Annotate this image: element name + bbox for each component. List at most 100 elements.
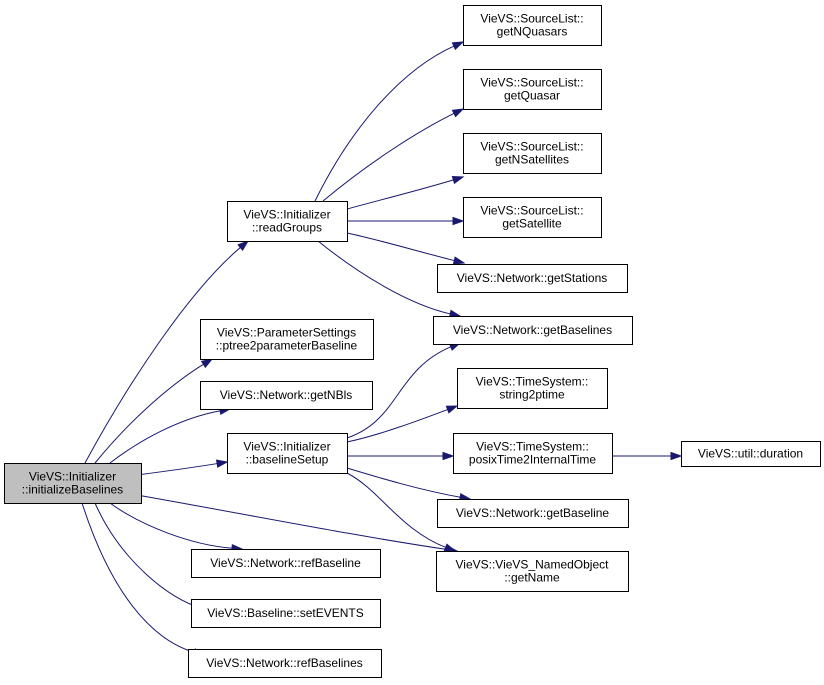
node-label-line: getNSatellites	[495, 153, 569, 167]
node-label-line: getSatellite	[502, 217, 562, 231]
arrowhead	[237, 240, 250, 251]
edge-line	[314, 45, 455, 202]
arrowhead	[451, 108, 465, 118]
edge-posixTime2-to-duration	[612, 451, 683, 461]
node-box	[227, 433, 348, 474]
node-getSatellite[interactable]: VieVS::SourceList::getSatellite	[463, 197, 602, 238]
node-ptree2param[interactable]: VieVS::ParameterSettings::ptree2paramete…	[200, 319, 374, 360]
edge-line	[317, 240, 452, 315]
node-getName[interactable]: VieVS::VieVS_NamedObject::getName	[436, 551, 629, 592]
node-label-line: getQuasar	[504, 89, 560, 103]
node-label-line: string2ptime	[499, 388, 565, 402]
node-label-line: ::baselineSetup	[246, 453, 329, 467]
edge-line	[81, 502, 196, 654]
node-box	[457, 368, 608, 409]
node-box	[463, 197, 602, 238]
node-getStations[interactable]: VieVS::Network::getStations	[437, 264, 628, 293]
node-box	[227, 201, 348, 242]
node-label-line: ::readGroups	[252, 221, 322, 235]
node-label-line: VieVS::Initializer	[243, 208, 330, 222]
node-label-line: VieVS::Network::refBaseline	[210, 556, 361, 570]
node-label-line: getNQuasars	[497, 25, 568, 39]
node-label-line: posixTime2InternalTime	[469, 453, 596, 467]
arrowhead	[451, 176, 465, 185]
edge-line	[346, 179, 455, 210]
node-label-line: VieVS::Initializer	[29, 470, 116, 484]
node-getBaselines[interactable]: VieVS::Network::getBaselines	[433, 316, 633, 345]
edge-readGroups-to-getSatellite	[347, 216, 465, 226]
node-getBaseline[interactable]: VieVS::Network::getBaseline	[437, 499, 629, 528]
node-duration[interactable]: VieVS::util::duration	[681, 441, 821, 467]
edge-line	[84, 246, 242, 464]
node-label-line: VieVS::Network::getBaseline	[456, 506, 610, 520]
node-box	[200, 319, 374, 360]
node-baselineSetup[interactable]: VieVS::Initializer::baselineSetup	[227, 433, 348, 474]
node-label-line: VieVS::util::duration	[698, 447, 803, 461]
node-label-line: VieVS::ParameterSettings	[217, 326, 356, 340]
node-box	[463, 69, 602, 110]
node-box	[188, 649, 382, 678]
node-box	[437, 499, 629, 528]
node-label-line: VieVS::VieVS_NamedObject	[456, 558, 610, 572]
node-box	[463, 133, 602, 174]
node-label-line: ::getName	[504, 571, 560, 585]
node-refBaseline[interactable]: VieVS::Network::refBaseline	[191, 549, 381, 578]
node-box	[191, 599, 381, 628]
edge-root-to-getNBls	[109, 406, 232, 464]
edge-baselineSetup-to-string2ptime	[346, 405, 459, 443]
node-getNQuasars[interactable]: VieVS::SourceList::getNQuasars	[463, 5, 602, 46]
edge-line	[94, 502, 202, 609]
arrowhead	[452, 216, 465, 226]
edge-root-to-getName	[136, 494, 459, 554]
node-getNSatellites[interactable]: VieVS::SourceList::getNSatellites	[463, 133, 602, 174]
node-box	[191, 549, 381, 578]
node-label-line: VieVS::Network::refBaselines	[206, 656, 363, 670]
arrowhead	[442, 451, 455, 461]
edge-line	[346, 408, 449, 443]
node-box	[200, 381, 373, 410]
node-root[interactable]: VieVS::Initializer::initializeBaselines	[4, 463, 142, 504]
node-setEVENTS[interactable]: VieVS::Baseline::setEVENTS	[191, 599, 381, 628]
edges-layer	[81, 41, 683, 657]
node-label-line: VieVS::Network::getStations	[457, 271, 608, 285]
edge-readGroups-to-getStations	[346, 232, 466, 265]
edge-line	[322, 112, 456, 202]
node-box	[436, 551, 629, 592]
edge-readGroups-to-getQuasar	[322, 108, 465, 202]
edge-line	[346, 472, 447, 549]
node-box	[453, 433, 613, 474]
node-refBaselines[interactable]: VieVS::Network::refBaselines	[188, 649, 382, 678]
edge-line	[136, 494, 449, 551]
node-getQuasar[interactable]: VieVS::SourceList::getQuasar	[463, 69, 602, 110]
node-label-line: VieVS::TimeSystem::	[476, 440, 589, 454]
node-posixTime2[interactable]: VieVS::TimeSystem::posixTime2InternalTim…	[453, 433, 613, 474]
node-label-line: VieVS::SourceList::	[480, 204, 583, 218]
edge-readGroups-to-getNSatellites	[346, 176, 465, 210]
node-string2ptime[interactable]: VieVS::TimeSystem::string2ptime	[457, 368, 608, 409]
node-label-line: VieVS::TimeSystem::	[476, 375, 589, 389]
edge-line	[109, 502, 234, 549]
arrowhead	[445, 405, 459, 414]
node-label-line: VieVS::Network::getNBls	[220, 388, 353, 402]
node-box	[463, 5, 602, 46]
edge-root-to-refBaselines	[81, 502, 206, 657]
edge-baselineSetup-to-posixTime2	[347, 451, 455, 461]
node-label-line: VieVS::Network::getBaselines	[453, 323, 612, 337]
edge-root-to-ptree2param	[94, 358, 214, 464]
node-readGroups[interactable]: VieVS::Initializer::readGroups	[227, 201, 348, 242]
arrowhead	[451, 41, 465, 51]
node-label-line: ::initializeBaselines	[22, 483, 123, 497]
edge-line	[136, 462, 219, 476]
node-box	[437, 264, 628, 293]
node-box	[433, 316, 633, 345]
node-getNBls[interactable]: VieVS::Network::getNBls	[200, 381, 373, 410]
edge-line	[109, 410, 222, 464]
edge-baselineSetup-to-getBaseline	[346, 467, 472, 502]
arrowhead	[443, 543, 457, 552]
node-label-line: ::ptree2parameterBaseline	[216, 339, 358, 353]
node-label-line: VieVS::Baseline::setEVENTS	[207, 606, 364, 620]
edge-line	[346, 345, 452, 439]
arrowhead	[215, 459, 229, 468]
arrowhead	[200, 358, 214, 369]
node-label-line: VieVS::SourceList::	[480, 12, 583, 26]
